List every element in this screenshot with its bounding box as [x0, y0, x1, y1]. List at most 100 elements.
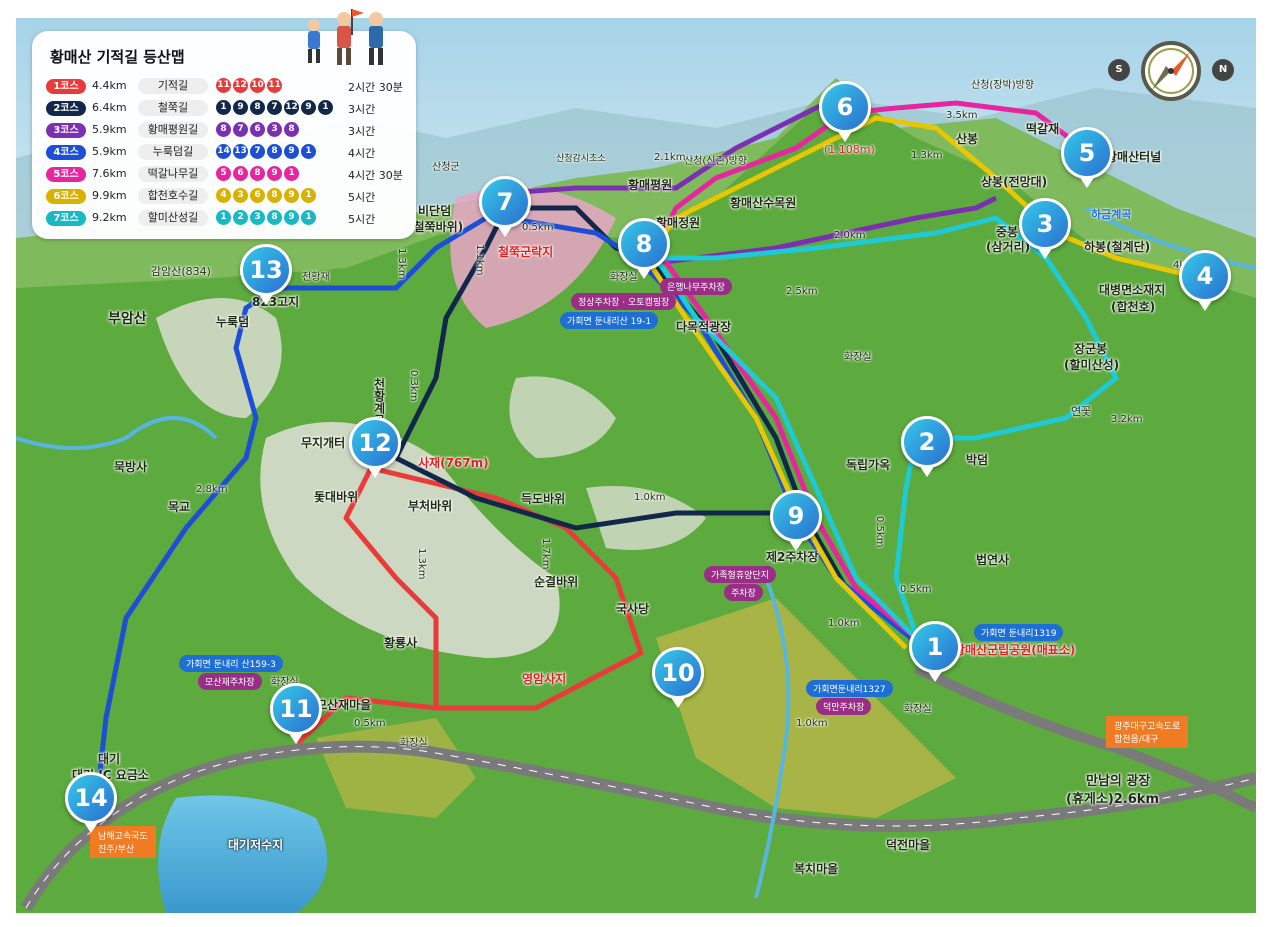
waypoint-number: 3	[233, 188, 248, 203]
sign-hapcheon-daegu: 합천읍/대구	[1114, 735, 1159, 745]
course-length: 5.9km	[92, 145, 127, 158]
course-name: 철쭉길	[138, 100, 208, 116]
tag-family-parking: 주차장	[724, 584, 763, 601]
waypoint-number: 6	[250, 122, 265, 137]
label-hwangmaejeongwon: 황매정원	[656, 216, 701, 230]
marker-1[interactable]: 1	[909, 621, 961, 682]
sign-jinju-busan: 진주/부산	[98, 845, 135, 855]
label-hwangmaesansumogwon: 황매산수목원	[730, 196, 797, 210]
marker-2[interactable]: 2	[901, 416, 953, 477]
waypoint-number: 7	[233, 122, 248, 137]
compass-icon	[1141, 41, 1201, 101]
label-restroom-office: 화장실	[904, 704, 932, 715]
waypoint-number: 5	[216, 166, 231, 181]
course-length: 6.4km	[92, 101, 127, 114]
marker-13[interactable]: 13	[240, 244, 292, 305]
waypoint-number: 7	[250, 144, 265, 159]
course-badge: 1코스	[46, 79, 86, 94]
label-sancheong-sinchon: 산청(신촌)방향	[684, 156, 748, 167]
dist-1-1km: 1.1km	[474, 244, 485, 276]
label-tteokgaljae: 떡갈재	[1026, 122, 1060, 136]
waypoint-number: 6	[233, 166, 248, 181]
course-time: 4시간 30분	[348, 169, 403, 182]
label-manam-square: 만남의 광장	[1086, 774, 1151, 789]
course-badge: 4코스	[46, 145, 86, 160]
marker-14[interactable]: 14	[65, 772, 117, 833]
label-tunnel: 황매산터널	[1106, 150, 1162, 164]
label-hwangnyongsa: 황룡사	[384, 636, 418, 650]
course-name: 기적길	[138, 78, 208, 94]
waypoint-number: 1	[216, 210, 231, 225]
label-dotdaebawi: 돛대바위	[314, 490, 359, 504]
waypoint-number: 11	[267, 78, 282, 93]
tag-family-rest: 가족형휴양단지	[704, 566, 776, 583]
waypoint-number: 12	[284, 100, 299, 115]
course-name: 떡갈나무길	[138, 166, 208, 182]
label-rest-area: (휴게소)2.6km	[1066, 792, 1159, 807]
waypoint-number: 1	[301, 144, 316, 159]
dist-2-5km: 2.5km	[786, 286, 818, 297]
label-samgeori: (삼거리)	[986, 240, 1031, 254]
course-name: 합천호수길	[138, 188, 208, 204]
label-jungbong: 중봉	[996, 225, 1019, 239]
course-length: 9.9km	[92, 189, 127, 202]
waypoint-number: 11	[216, 78, 231, 93]
sign-gwangju-title: 광주대구고속도로	[1114, 722, 1181, 732]
marker-3[interactable]: 3	[1019, 198, 1071, 259]
waypoint-number: 1	[318, 100, 333, 115]
course-length: 9.2km	[92, 211, 127, 224]
course-time: 5시간	[348, 191, 376, 204]
tag-address-1319: 가회면 둔내리1319	[974, 624, 1064, 641]
waypoint-number: 9	[284, 210, 299, 225]
tag-eunhaeng-parking: 은행나무주차장	[660, 278, 732, 295]
label-daegijeosuji: 대기저수지	[228, 838, 284, 852]
waypoint-number: 9	[301, 100, 316, 115]
dist-2-0km: 2.0km	[834, 230, 866, 241]
label-halmisanseong: (할미산성)	[1064, 358, 1120, 372]
label-bakdeom: 박덤	[966, 453, 989, 467]
tag-mosanjae-parking: 모산재주차장	[198, 673, 262, 690]
course-badge: 3코스	[46, 123, 86, 138]
marker-7[interactable]: 7	[479, 176, 531, 237]
label-restroom-mosan-park: 화장실	[271, 677, 299, 688]
label-bumasan: 부암산	[108, 311, 147, 327]
label-mukbangsa: 묵방사	[114, 460, 148, 474]
dist-0-5km-near1: 0.5km	[900, 584, 932, 595]
waypoint-number: 9	[284, 144, 299, 159]
marker-4[interactable]: 4	[1179, 250, 1231, 311]
waypoint-number: 6	[250, 188, 265, 203]
label-daebyeong: 대병면소재지	[1099, 283, 1166, 297]
marker-11[interactable]: 11	[270, 683, 322, 744]
marker-12[interactable]: 12	[349, 417, 401, 478]
marker-8[interactable]: 8	[618, 218, 670, 279]
tag-address-top: 가회면 둔내리산 19-1	[560, 312, 659, 329]
label-hageumgyegok: 하금계곡	[1091, 208, 1132, 221]
waypoint-number: 1	[284, 166, 299, 181]
dist-2-8km: 2.8km	[196, 484, 228, 495]
course-time: 4시간	[348, 147, 376, 160]
marker-6[interactable]: 6	[819, 81, 871, 142]
tag-deokman-parking: 덕만주차장	[816, 698, 872, 715]
marker-9[interactable]: 9	[770, 490, 822, 551]
course-name: 할미산성길	[138, 210, 208, 226]
marker-5[interactable]: 5	[1061, 127, 1113, 188]
course-length: 7.6km	[92, 167, 127, 180]
label-sajae: 사재(767m)	[418, 456, 489, 470]
dist-0-5km-red: 0.5km	[354, 718, 386, 729]
course-name: 황매평원길	[138, 122, 208, 138]
waypoint-number: 8	[267, 188, 282, 203]
dist-1-3km-red: 1.3km	[416, 548, 427, 580]
label-sangbong: 상봉(전망대)	[981, 175, 1048, 189]
compass-south: S	[1108, 59, 1130, 81]
course-time: 2시간 30분	[348, 81, 403, 94]
marker-10[interactable]: 10	[652, 647, 704, 708]
label-je2-parking: 제2주차장	[766, 550, 819, 564]
